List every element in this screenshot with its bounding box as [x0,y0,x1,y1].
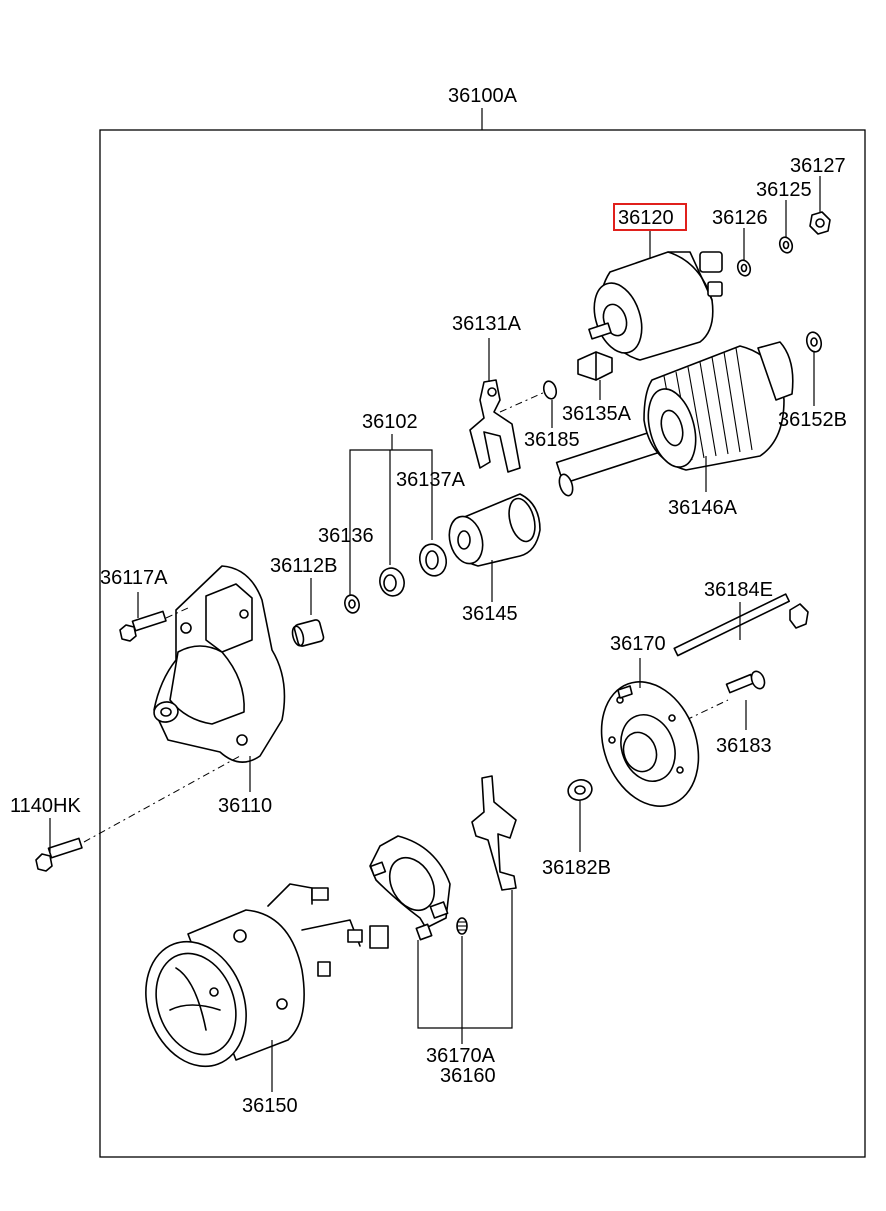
label-36112B[interactable]: 36112B [270,555,337,577]
label-36131A[interactable]: 36131A [452,313,522,335]
label-36182B[interactable]: 36182B [542,857,611,879]
stop-collar[interactable] [377,565,407,598]
washer-36125[interactable] [778,235,795,254]
front-housing[interactable] [152,565,286,763]
label-36126[interactable]: 36126 [712,207,768,229]
label-36170[interactable]: 36170 [610,633,666,655]
label-36102[interactable]: 36102 [362,411,418,433]
washer-36152B[interactable] [805,331,824,354]
label-36184E[interactable]: 36184E [704,579,773,601]
label-36127[interactable]: 36127 [790,155,846,177]
bolt-36117A[interactable] [119,610,167,642]
label-36185[interactable]: 36185 [524,429,580,451]
screw-36183[interactable] [725,669,767,694]
solenoid-switch[interactable] [586,251,723,361]
highlight-box [613,203,687,231]
through-bolt[interactable] [673,593,809,657]
label-36135A[interactable]: 36135A [562,403,632,425]
ring-36137A[interactable] [416,541,449,579]
bushing-36112B[interactable] [291,619,325,647]
brush-holder[interactable] [369,835,451,941]
bolt-1140HK[interactable] [35,837,83,872]
nut-36127[interactable] [809,211,831,235]
label-36160[interactable]: 36160 [440,1065,496,1087]
brush-36160[interactable] [471,775,517,891]
label-36137A[interactable]: 36137A [396,469,466,491]
label-36152B[interactable]: 36152B [778,409,847,431]
washer-36126[interactable] [736,258,753,277]
plate-36135A[interactable] [577,351,613,381]
label-36120[interactable]: 36120 [618,207,674,229]
label-36117A[interactable]: 36117A [100,567,168,589]
assembly-label: 36100A [448,85,518,107]
bushing-36182B[interactable] [566,777,594,803]
label-36145[interactable]: 36145 [462,603,518,625]
label-36146A[interactable]: 36146A [668,497,738,519]
brush-spring[interactable] [456,917,468,935]
label-36183[interactable]: 36183 [716,735,772,757]
label-36125[interactable]: 36125 [756,179,812,201]
label-36136[interactable]: 36136 [318,525,374,547]
label-36150[interactable]: 36150 [242,1095,298,1117]
drive-lever[interactable] [469,379,521,473]
rear-bracket[interactable] [585,668,715,820]
clip-36136[interactable] [343,593,361,614]
label-1140HK[interactable]: 1140HK [10,795,81,817]
overrunning-clutch-pinion[interactable] [444,493,541,567]
yoke[interactable] [129,883,389,1081]
label-36110[interactable]: 36110 [218,795,272,817]
armature[interactable] [555,341,794,497]
label-36170A[interactable]: 36170A [426,1045,496,1067]
plug-36185[interactable] [542,380,558,400]
